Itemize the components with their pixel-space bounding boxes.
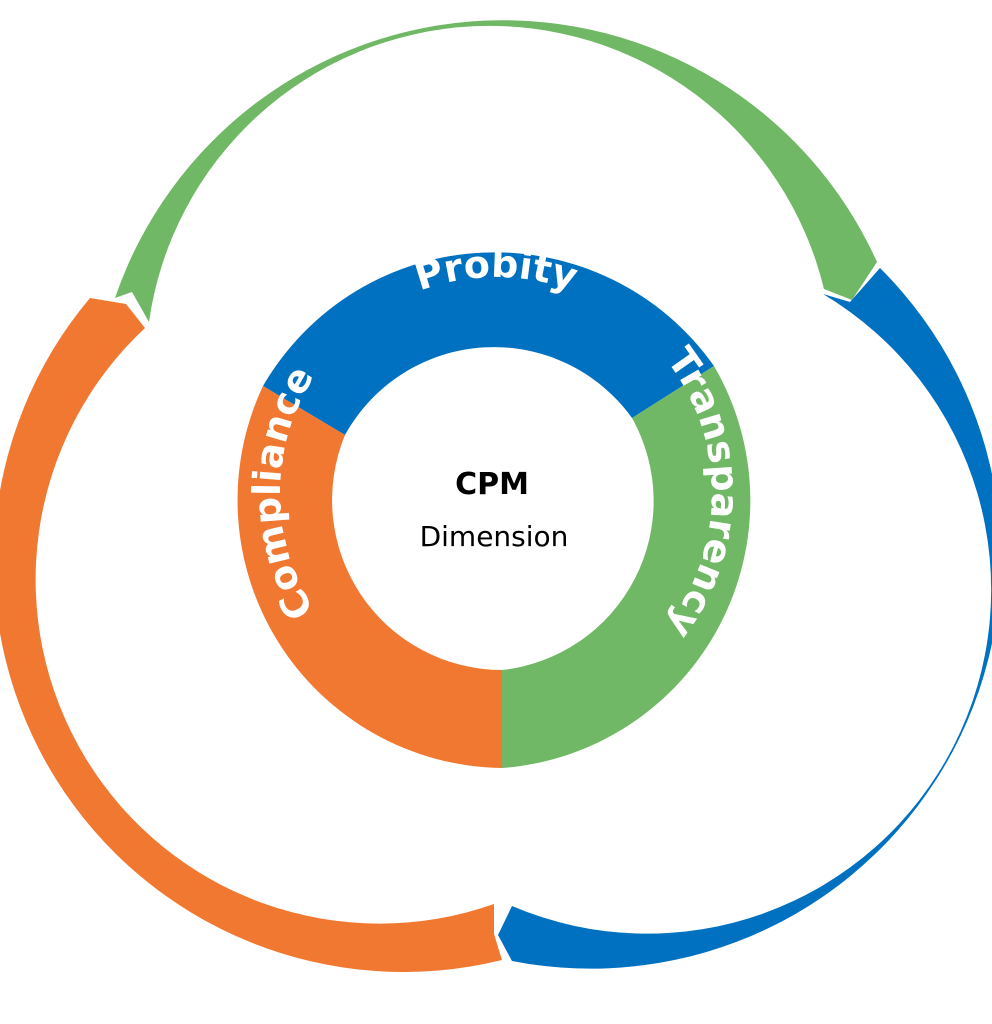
detect-label: Detect — [712, 618, 859, 792]
outer-ring — [0, 20, 992, 972]
respond-segment — [0, 298, 502, 972]
probity-segment — [263, 252, 714, 435]
prevent-label: Prevent — [385, 102, 607, 170]
detect-segment — [498, 268, 992, 969]
inner-ring — [237, 252, 751, 768]
prevent-label-text: Prevent — [385, 102, 607, 170]
detect-label-text: Detect — [712, 618, 859, 792]
center-subtitle: Dimension — [420, 520, 569, 553]
center-title: CPM — [455, 467, 529, 502]
transparency-segment — [502, 366, 751, 768]
compliance-segment — [237, 386, 502, 768]
